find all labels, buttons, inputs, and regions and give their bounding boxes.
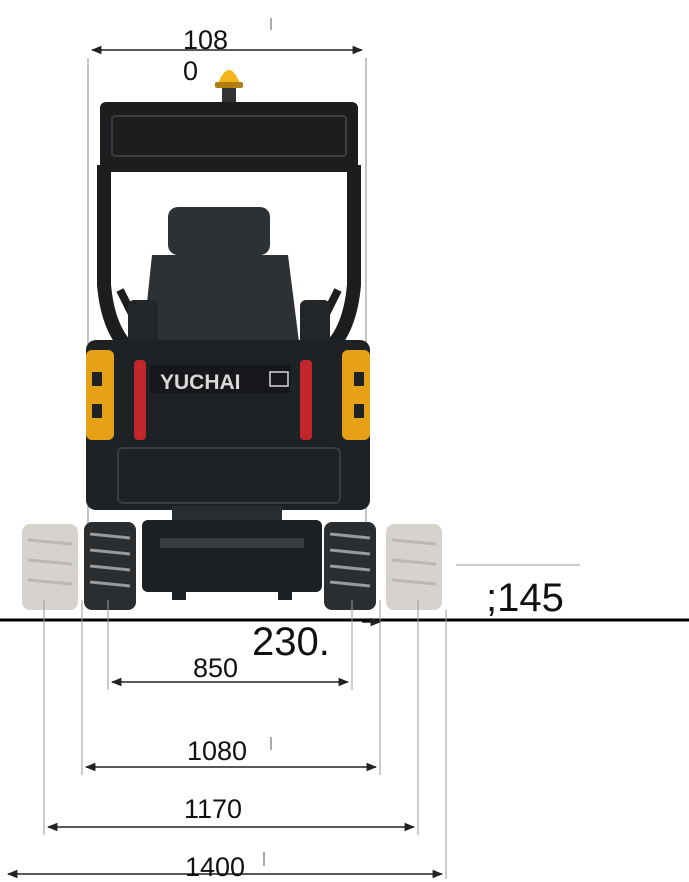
tail-lights [134, 360, 312, 440]
brand-logo: YUCHAI [160, 371, 241, 394]
extended-blade [22, 524, 442, 610]
beacon-light-icon [215, 70, 243, 102]
bottom-width-dimensions [6, 600, 447, 879]
top-width-label-line1: 108 [183, 25, 229, 55]
track-width-label: 230. [252, 620, 330, 664]
machine-body: YUCHAI [86, 340, 370, 510]
top-width-label-line2: 0 [183, 56, 199, 86]
dim-1400-label: 1400 [185, 852, 246, 882]
operator-seat [128, 207, 330, 350]
yellow-side-panels [86, 350, 370, 440]
dim-1170-label: 1170 [184, 794, 243, 824]
ground-clearance-label: ;145 [486, 576, 564, 620]
undercarriage [142, 506, 322, 600]
dim-850-label: 850 [193, 653, 239, 683]
tracks [84, 522, 376, 610]
dim-1080-label: 1080 [187, 736, 248, 766]
